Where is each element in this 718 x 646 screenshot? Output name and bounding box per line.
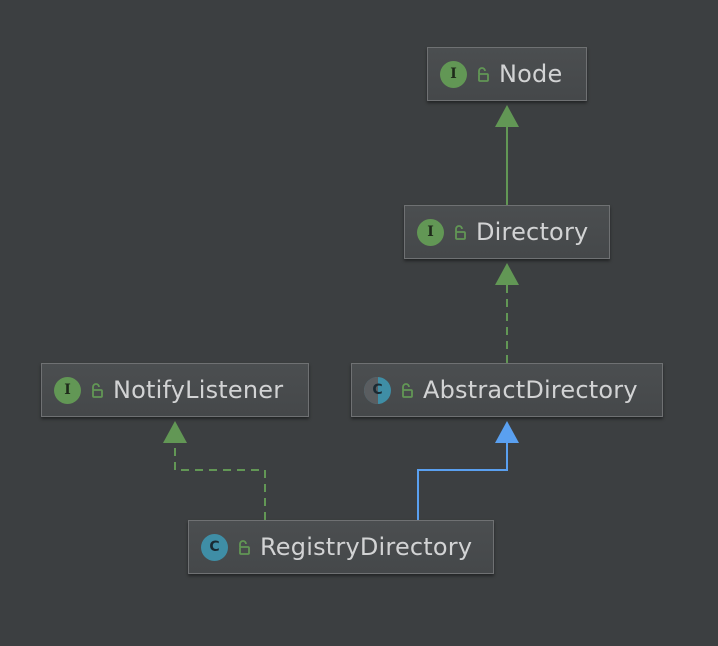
- lock-open-icon: [90, 382, 104, 398]
- abstractdirectory-label: AbstractDirectory: [423, 376, 638, 404]
- directory-interface-box[interactable]: I Directory: [404, 205, 610, 259]
- edge-abstractdirectory-implements-directory: [495, 263, 519, 363]
- interface-badge-icon: I: [417, 218, 444, 246]
- edge-registrydirectory-extends-abstractdirectory: [417, 421, 519, 520]
- interface-badge-icon: I: [54, 376, 81, 404]
- notifylistener-interface-box[interactable]: I NotifyListener: [41, 363, 309, 417]
- registrydirectory-class-box[interactable]: C RegistryDirectory: [188, 520, 494, 574]
- node-label: Node: [499, 60, 563, 88]
- notifylistener-label: NotifyListener: [113, 376, 284, 404]
- interface-badge-icon: I: [440, 60, 467, 88]
- edge-directory-extends-node: [495, 105, 519, 205]
- abstractdirectory-class-box[interactable]: C AbstractDirectory: [351, 363, 663, 417]
- abstract-class-badge-icon: C: [364, 376, 391, 404]
- class-badge-icon: C: [201, 533, 228, 561]
- edge-registrydirectory-implements-notifylistener: [163, 421, 266, 520]
- directory-label: Directory: [476, 218, 589, 246]
- lock-open-icon: [476, 66, 490, 82]
- registrydirectory-label: RegistryDirectory: [260, 533, 473, 561]
- node-interface-box[interactable]: I Node: [427, 47, 587, 101]
- lock-open-icon: [237, 539, 251, 555]
- lock-open-icon: [400, 382, 414, 398]
- lock-open-icon: [453, 224, 467, 240]
